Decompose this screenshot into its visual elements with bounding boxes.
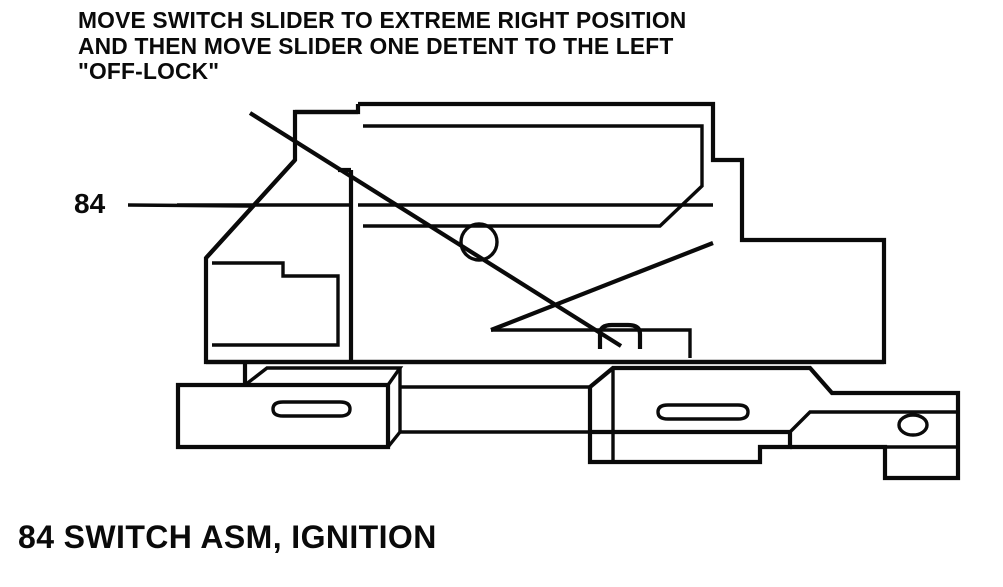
switch-body <box>177 101 887 365</box>
bracket-left-ear-right-chamfer-low <box>386 430 402 449</box>
housing-left-chamfer <box>204 158 297 260</box>
bracket-right-ear-top <box>588 365 961 481</box>
bracket-right-shelf <box>808 366 834 395</box>
instruction-note: MOVE SWITCH SLIDER TO EXTREME RIGHT POSI… <box>78 7 838 85</box>
bracket-right-shelf-lower <box>788 410 958 434</box>
mounting-bracket <box>175 362 961 481</box>
callout-number-84: 84 <box>74 188 106 219</box>
housing-top-inner-panel <box>363 124 704 228</box>
part-caption: 84 SWITCH ASM, IGNITION <box>18 519 437 555</box>
housing-top-left-step <box>295 104 361 115</box>
bracket-right-slot <box>656 403 750 421</box>
housing-lower-deck <box>491 328 692 358</box>
switch-slider <box>597 322 643 349</box>
callout-leader-diagonal <box>248 111 623 348</box>
housing-boss-circle <box>459 222 499 262</box>
bracket-left-slot <box>271 400 352 418</box>
switch-housing-outline <box>203 101 887 365</box>
housing-right-chamfer <box>490 241 714 332</box>
bracket-right-ear <box>587 387 793 465</box>
instruction-note-line-1: MOVE SWITCH SLIDER TO EXTREME RIGHT POSI… <box>78 7 687 33</box>
instruction-note-line-3: "OFF-LOCK" <box>78 58 220 84</box>
housing-lower-left-pocket <box>212 261 340 347</box>
instruction-note-line-2: AND THEN MOVE SLIDER ONE DETENT TO THE L… <box>78 32 674 59</box>
bracket-left-ear <box>175 362 391 450</box>
bracket-left-ear-top <box>243 366 404 387</box>
leader-lines <box>127 111 623 348</box>
bracket-end-tab-hole <box>897 413 929 437</box>
